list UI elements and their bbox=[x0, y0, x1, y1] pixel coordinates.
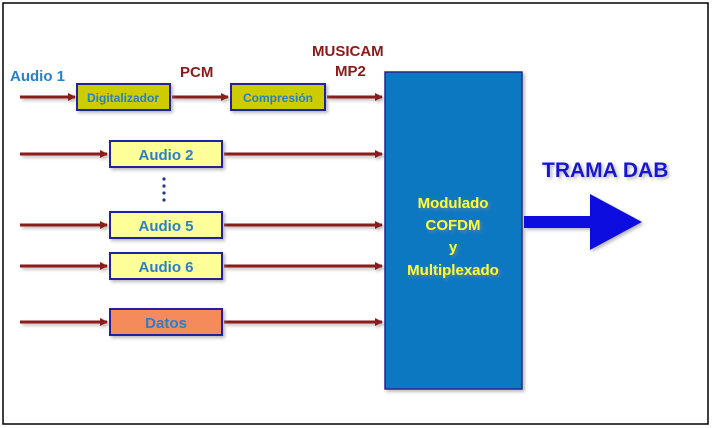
mp2-label: MP2 bbox=[335, 63, 366, 80]
audio5-text: Audio 5 bbox=[139, 218, 194, 235]
audio2-text: Audio 2 bbox=[139, 147, 194, 164]
mux-block bbox=[384, 71, 523, 390]
audio1-label: Audio 1 bbox=[10, 68, 65, 85]
mux-line4: Multiplexado bbox=[407, 262, 499, 279]
mux-line2: COFDM bbox=[426, 217, 481, 234]
datos-text: Datos bbox=[145, 315, 187, 332]
compresion-block bbox=[230, 83, 326, 111]
audio6-block bbox=[109, 252, 223, 280]
digitalizador-text: Digitalizador bbox=[87, 91, 159, 105]
mux-line3: y bbox=[449, 239, 458, 256]
output-arrow-icon bbox=[524, 194, 642, 250]
mux-line1: Modulado bbox=[418, 195, 489, 212]
musicam-label: MUSICAM bbox=[312, 43, 384, 60]
compresion-text: Compresión bbox=[243, 91, 313, 105]
audio2-block bbox=[109, 140, 223, 168]
audio5-block bbox=[109, 211, 223, 239]
digitalizador-block bbox=[76, 83, 171, 111]
vertical-ellipsis bbox=[162, 177, 166, 202]
audio6-text: Audio 6 bbox=[139, 259, 194, 276]
pcm-label: PCM bbox=[180, 64, 213, 81]
output-label: TRAMA DAB bbox=[542, 159, 668, 182]
datos-block bbox=[109, 308, 223, 336]
signal-arrows bbox=[20, 93, 383, 326]
